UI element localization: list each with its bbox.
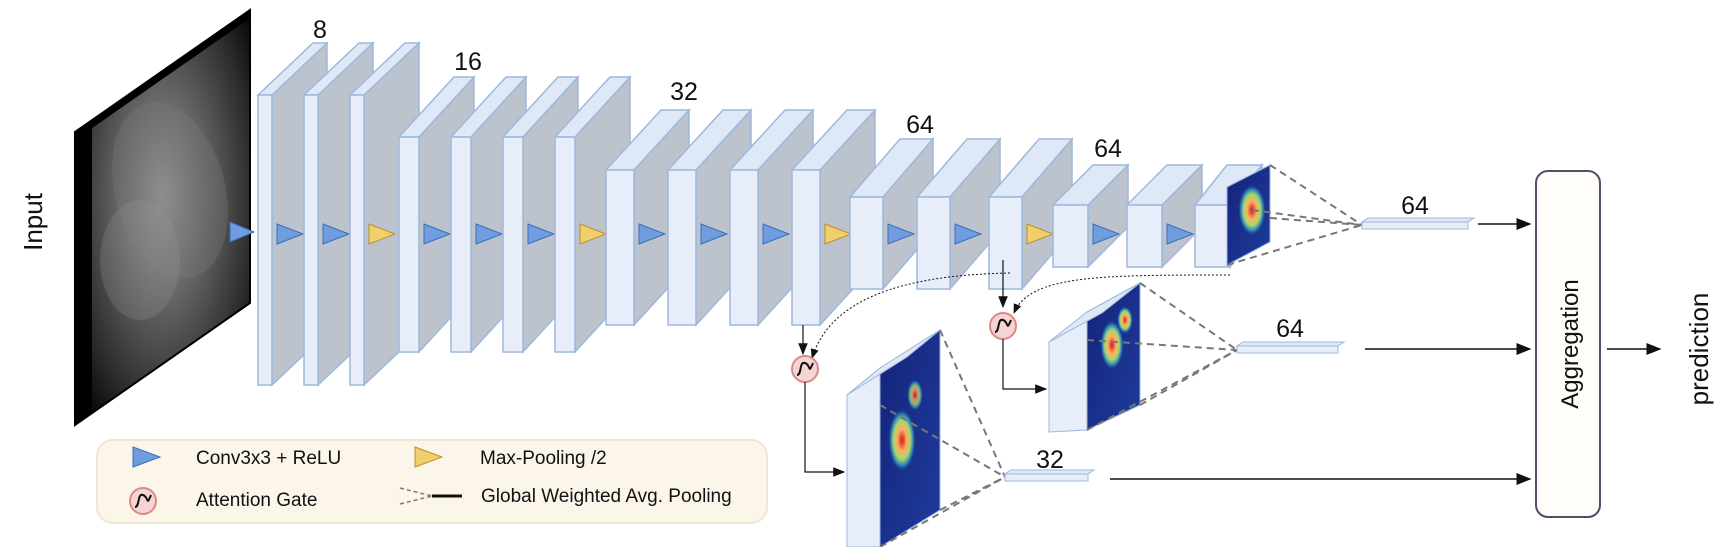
conv-triangle-icon (887, 223, 916, 245)
conv-triangle-icon (762, 223, 791, 245)
conv-block (848, 136, 935, 292)
attention-gate-icon (989, 312, 1017, 340)
pool-triangle-icon (579, 223, 608, 245)
conv-triangle-icon (954, 223, 983, 245)
block-front-face (791, 169, 821, 326)
block-front-face (303, 94, 319, 386)
conv-block (915, 136, 1002, 292)
block-front-face (257, 94, 273, 386)
channel-label-16: 16 (454, 48, 482, 76)
branch-label-middle: 64 (1276, 315, 1304, 343)
middle-gating-signal (1013, 274, 1231, 314)
aggregation-label: Aggregation (1557, 279, 1584, 408)
middle-feature-map (1048, 282, 1141, 433)
block-front-face (1194, 204, 1231, 268)
conv-triangle-icon (423, 223, 452, 245)
channel-label-32: 32 (670, 78, 698, 106)
legend-box (96, 439, 768, 524)
branch-label-top: 64 (1401, 192, 1429, 220)
conv-triangle-icon (475, 223, 504, 245)
conv-triangle-icon (1092, 223, 1121, 245)
top-gwap-lines (1226, 164, 1363, 266)
legend-pool-label: Max-Pooling /2 (480, 448, 607, 469)
conv-triangle-icon (638, 223, 667, 245)
pool-triangle-icon (368, 223, 397, 245)
block-front-face (916, 196, 951, 290)
middle-gwap-lines (1086, 282, 1238, 431)
block-front-face (1126, 204, 1163, 268)
attention-gate-icon (129, 487, 157, 515)
block-front-face (605, 169, 635, 326)
block-front-face (729, 169, 759, 326)
conv-triangle-icon (1166, 223, 1195, 245)
bottom-gate-arrow (804, 382, 846, 477)
attention-gate-icon (791, 355, 819, 383)
bottom-feature-map (846, 329, 941, 547)
bottom-pooled-vector (1003, 469, 1096, 482)
pool-triangle-icon (414, 446, 444, 468)
block-front-face (554, 136, 576, 353)
legend-attention-label: Attention Gate (196, 490, 317, 511)
channel-label-64-b: 64 (1094, 135, 1122, 163)
pool-triangle-icon (1026, 223, 1055, 245)
middle-pooled-vector (1235, 341, 1346, 354)
pool-triangle-icon (824, 223, 853, 245)
aggregation-box (1535, 170, 1601, 518)
conv-block (987, 136, 1074, 292)
encoder-blocks (256, 41, 1264, 387)
block-front-face (502, 136, 524, 353)
block-front-face (450, 136, 472, 353)
conv-triangle-icon (276, 223, 305, 245)
prediction-label: prediction (1684, 293, 1714, 406)
middle-gate-arrow (1002, 339, 1048, 394)
input-label: Input (18, 192, 48, 251)
branch-label-bottom: 32 (1036, 446, 1064, 474)
channel-label-64-a: 64 (906, 111, 934, 139)
block-front-face (1052, 204, 1089, 268)
conv-triangle-icon (132, 446, 162, 468)
ultrasound-image-icon (74, 8, 251, 427)
conv-triangle-icon (700, 223, 729, 245)
block-front-face (988, 196, 1023, 290)
block-front-face (398, 136, 420, 353)
legend-conv-label: Conv3x3 + ReLU (196, 448, 341, 469)
input-arrow-icon (229, 221, 256, 243)
top-pooled-vector (1360, 217, 1476, 230)
block-front-face (667, 169, 697, 326)
conv-block (1125, 163, 1204, 269)
conv-triangle-icon (527, 223, 556, 245)
block-front-face (349, 94, 365, 386)
block-front-face (849, 196, 884, 290)
bottom-gwap-lines (879, 329, 1006, 547)
legend-gwap-label: Global Weighted Avg. Pooling (481, 486, 732, 507)
conv-triangle-icon (322, 223, 351, 245)
gwap-line-icon (399, 487, 462, 505)
channel-label-8: 8 (313, 16, 327, 44)
